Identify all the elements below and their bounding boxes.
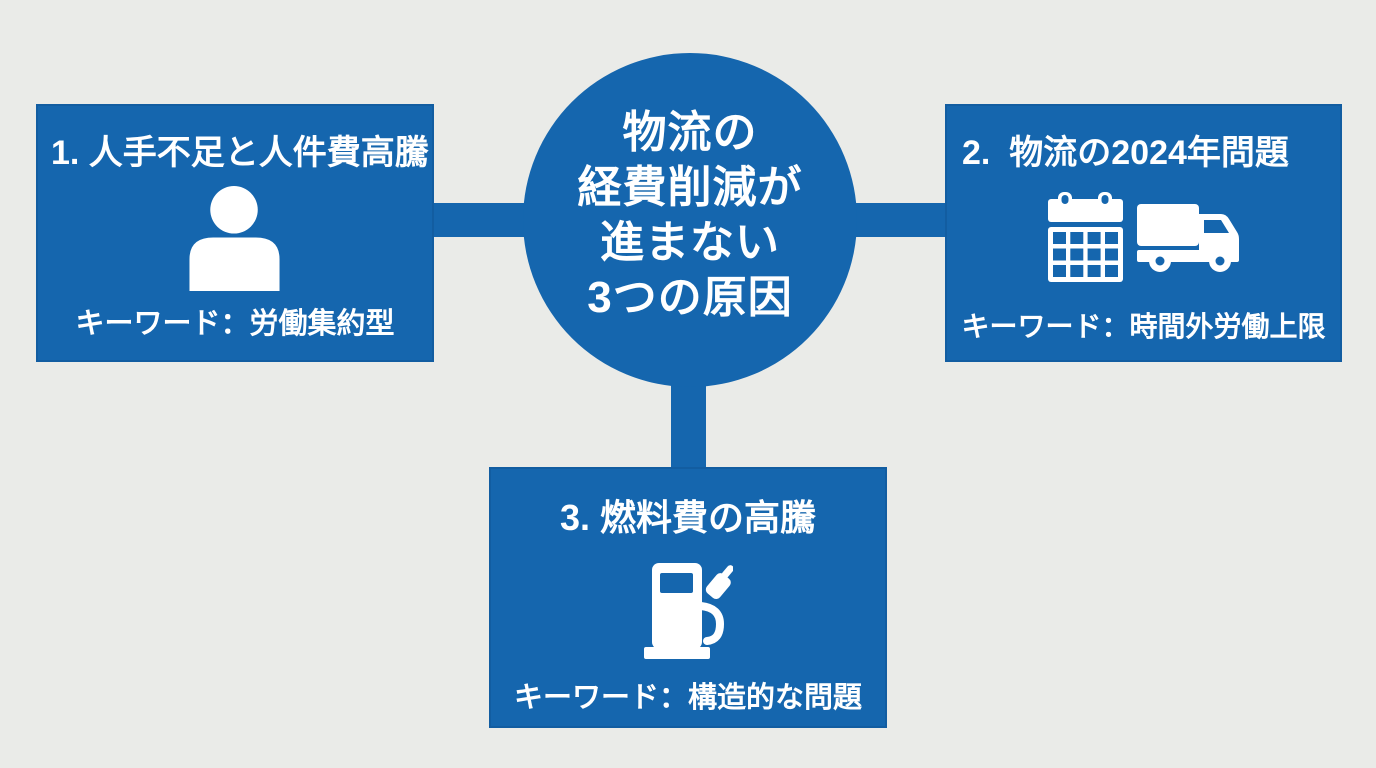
box-keyword: キーワード：労働集約型 <box>75 308 395 340</box>
cause-box-2024-problem: 2. 物流の2024年問題 <box>945 104 1342 362</box>
person-icon <box>188 184 283 293</box>
box-title: 3. 燃料費の高騰 <box>559 497 817 538</box>
box-keyword: キーワード：構造的な問題 <box>513 682 862 714</box>
truck-icon <box>1137 204 1241 272</box>
connector-down <box>671 375 706 468</box>
box-title: 1. 人手不足と人件費高騰 <box>51 134 429 172</box>
center-title-line: 3つの原因 <box>587 273 793 322</box>
fuel-pump-icon <box>643 562 733 660</box>
center-title-line: 進まない <box>600 218 780 267</box>
center-title-line: 物流の <box>622 108 758 157</box>
box-title: 2. 物流の2024年問題 <box>962 134 1289 172</box>
connector-right <box>850 203 950 237</box>
center-title-line: 経費削減が <box>577 163 803 212</box>
cause-box-fuel-cost: 3. 燃料費の高騰 キーワード：構造的な問題 <box>489 467 887 728</box>
calendar-icon <box>1048 192 1123 282</box>
box-keyword: キーワード：時間外労働上限 <box>961 311 1326 342</box>
connector-left <box>430 203 530 237</box>
center-circle: 物流の 経費削減が 進まない 3つの原因 <box>523 53 857 387</box>
cause-box-labor-shortage: 1. 人手不足と人件費高騰 キーワード：労働集約型 <box>36 104 434 362</box>
